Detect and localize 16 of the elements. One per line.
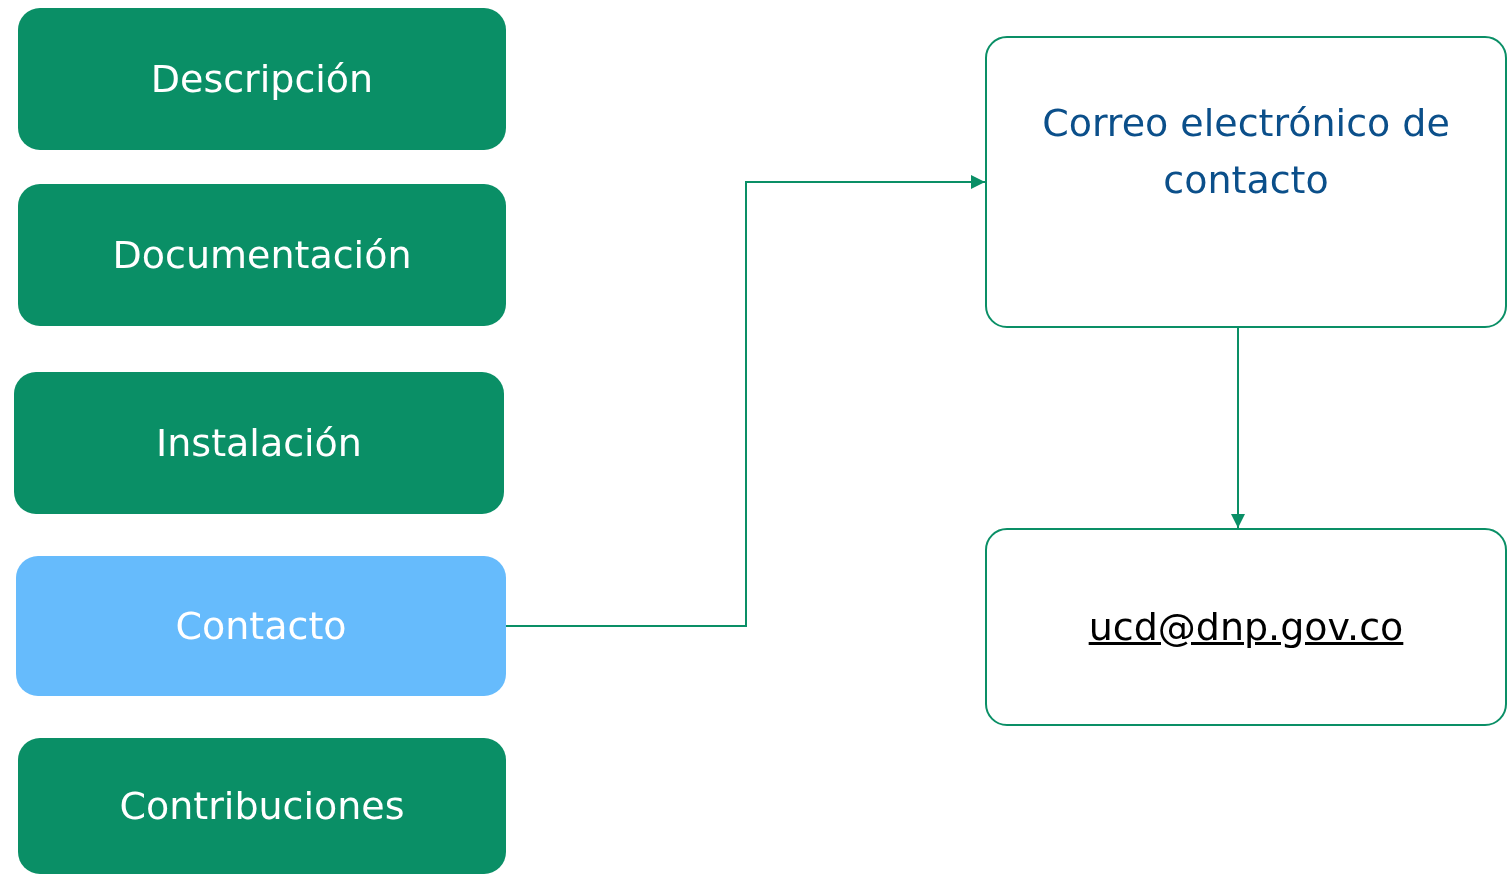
arrow [505,175,986,627]
section-box [14,372,504,514]
section-box [18,8,506,150]
section-label: Contacto [175,602,347,650]
email-link: ucd@dnp.gov.co [1088,603,1404,651]
section-box [16,556,506,696]
info-box [985,36,1507,328]
section-label: Descripción [150,55,374,103]
arrow [1231,327,1245,529]
section-box [18,184,506,326]
section-label: Instalación [156,419,362,467]
section-box [18,738,506,874]
info-box [985,528,1507,726]
info-label: Correo electrónico de contacto [1041,100,1451,204]
section-label: Documentación [112,231,412,279]
section-label: Contribuciones [119,782,405,830]
